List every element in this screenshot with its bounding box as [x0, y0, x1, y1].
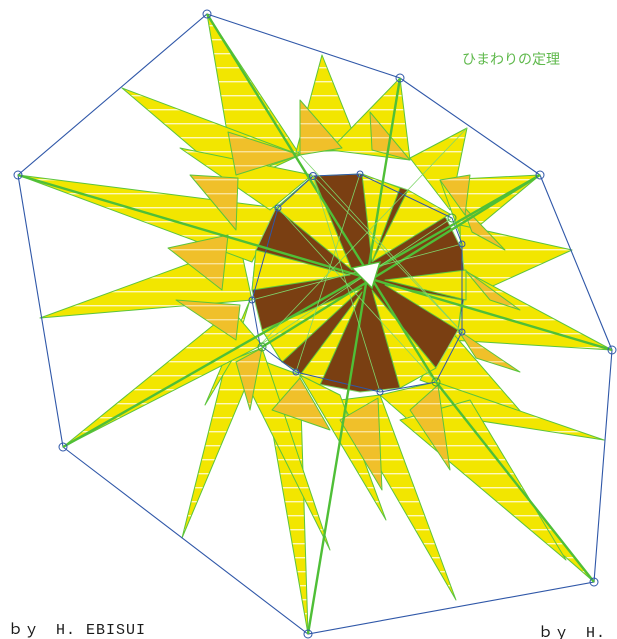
author-credit-right: ｂｙ H.	[538, 624, 606, 639]
vertex-marker	[309, 172, 317, 180]
thin-line-7	[299, 154, 463, 333]
petal-17	[181, 347, 263, 539]
vertex-marker	[535, 170, 545, 180]
center-wedge-3	[384, 284, 463, 331]
vertex-marker	[202, 9, 212, 19]
construction-lines	[17, 13, 613, 635]
center-wedge-8	[384, 269, 467, 301]
vertex-marker	[58, 442, 68, 452]
center-wedge-9	[299, 291, 363, 386]
thin-line-3	[259, 217, 453, 346]
petal-overlap-5	[167, 234, 229, 291]
diagonal-5	[435, 381, 595, 583]
petal-overlap-4	[189, 174, 239, 231]
vertex-marker	[303, 629, 313, 639]
author-credit-left: ｂｙ H. EBISUI	[8, 621, 146, 639]
vertex-marker	[292, 368, 300, 376]
inner-polygon	[251, 173, 463, 393]
thin-line-8	[259, 127, 468, 346]
vertex-marker	[447, 213, 457, 223]
vertex-markers	[13, 9, 617, 639]
thin-line-6	[312, 175, 381, 393]
vertex-marker	[248, 296, 256, 304]
vertex-marker	[589, 577, 599, 587]
vertex-marker	[13, 170, 23, 180]
vertex-marker	[607, 345, 617, 355]
center-wedge-1	[275, 175, 353, 271]
vertex-marker	[356, 170, 364, 178]
petal-overlap-7	[235, 347, 263, 411]
diagonal-1	[205, 13, 438, 383]
petal-19	[62, 309, 263, 448]
petal-overlap-10	[409, 384, 451, 471]
petal-overlap-6	[175, 299, 241, 341]
thin-line-1	[312, 175, 463, 333]
diagram-title: ひまわりの定理	[462, 52, 560, 68]
vertex-marker	[458, 240, 466, 248]
center-wedge-6	[251, 249, 351, 291]
petal-overlap-11	[457, 329, 521, 373]
diagonal-2	[306, 77, 402, 635]
vertex-marker	[395, 73, 405, 83]
center-wedge-5	[261, 287, 363, 363]
diagonal-4	[17, 173, 613, 352]
vertex-marker	[458, 328, 466, 336]
petal-overlap-12	[464, 269, 521, 311]
petal-overlap-14	[439, 174, 471, 216]
vertex-marker	[376, 388, 384, 396]
vertex-marker	[274, 204, 282, 212]
vertex-marker	[257, 342, 267, 352]
thin-line-2	[295, 173, 361, 373]
petal-overlap-8	[271, 377, 331, 431]
diagonal-3	[62, 173, 541, 449]
petal-overlap-9	[339, 397, 383, 491]
petal-overlap-1	[299, 99, 343, 156]
center-small-triangle	[350, 261, 382, 290]
vertex-marker	[431, 377, 441, 387]
petal-overlap-3	[227, 131, 301, 176]
thin-line-5	[277, 207, 437, 383]
diagonal-6	[261, 173, 541, 349]
